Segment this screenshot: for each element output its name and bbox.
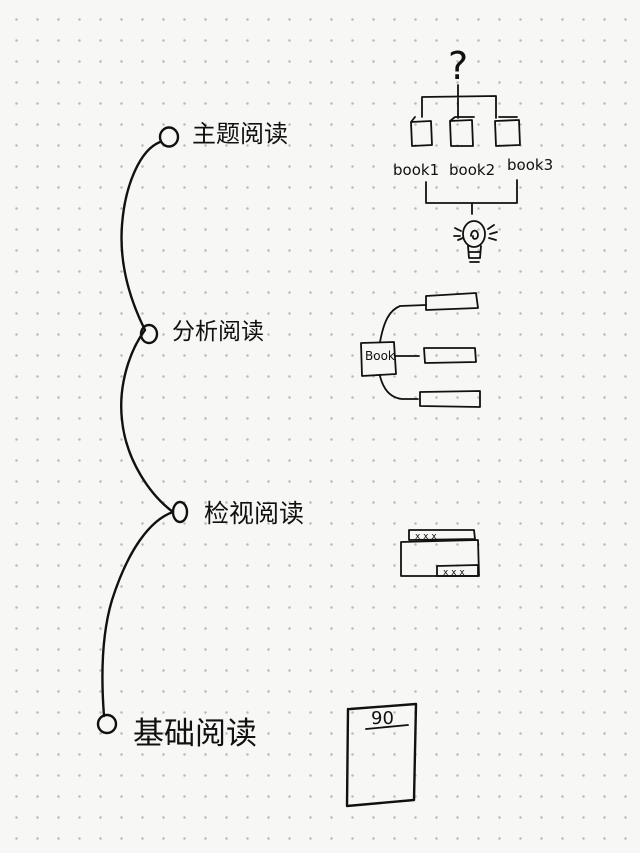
node-syntopical [158, 126, 180, 148]
analytical-illustration: Book [360, 292, 481, 408]
book-label: Book [365, 349, 395, 363]
book-box-2 [449, 116, 475, 147]
timeline-path [101, 140, 175, 718]
branch-bar-1 [425, 292, 479, 311]
shelf-inner-mark: x x x [443, 568, 465, 578]
branch-bar-3 [419, 390, 481, 408]
stage-label-inspectional: 检视阅读 [204, 499, 304, 528]
shelf-frame [400, 539, 480, 577]
node-analytical [139, 323, 159, 345]
shelf-top [408, 529, 476, 541]
branch-bar-2 [423, 347, 477, 364]
stage-label-elementary: 基础阅读 [133, 716, 257, 752]
inspectional-illustration: x x x x x x [400, 529, 480, 578]
merge-bracket [425, 179, 518, 215]
lightbulb-icon [453, 220, 498, 263]
branch-lines [379, 304, 427, 400]
book-frame [360, 341, 397, 377]
score-underline [365, 724, 409, 730]
question-mark: ? [448, 44, 468, 88]
book-box-1 [410, 116, 433, 147]
score-text: 90 [371, 708, 394, 729]
book-label-2: book2 [449, 161, 495, 179]
book-box-3 [494, 116, 521, 147]
shelf-inner [436, 564, 479, 577]
book-label-3: book3 [507, 156, 553, 174]
stage-label-syntopical: 主题阅读 [192, 120, 288, 148]
syntopical-illustration: ? book1 book2 book3 [393, 44, 553, 263]
tree-lines [421, 84, 497, 119]
book-label-1: book1 [393, 161, 439, 179]
stage-label-analytical: 分析阅读 [172, 319, 264, 345]
node-elementary [96, 713, 118, 735]
node-inspectional [171, 500, 189, 524]
test-paper [345, 702, 418, 808]
shelf-top-mark: x x x [415, 532, 437, 542]
elementary-illustration: 90 [345, 702, 418, 808]
